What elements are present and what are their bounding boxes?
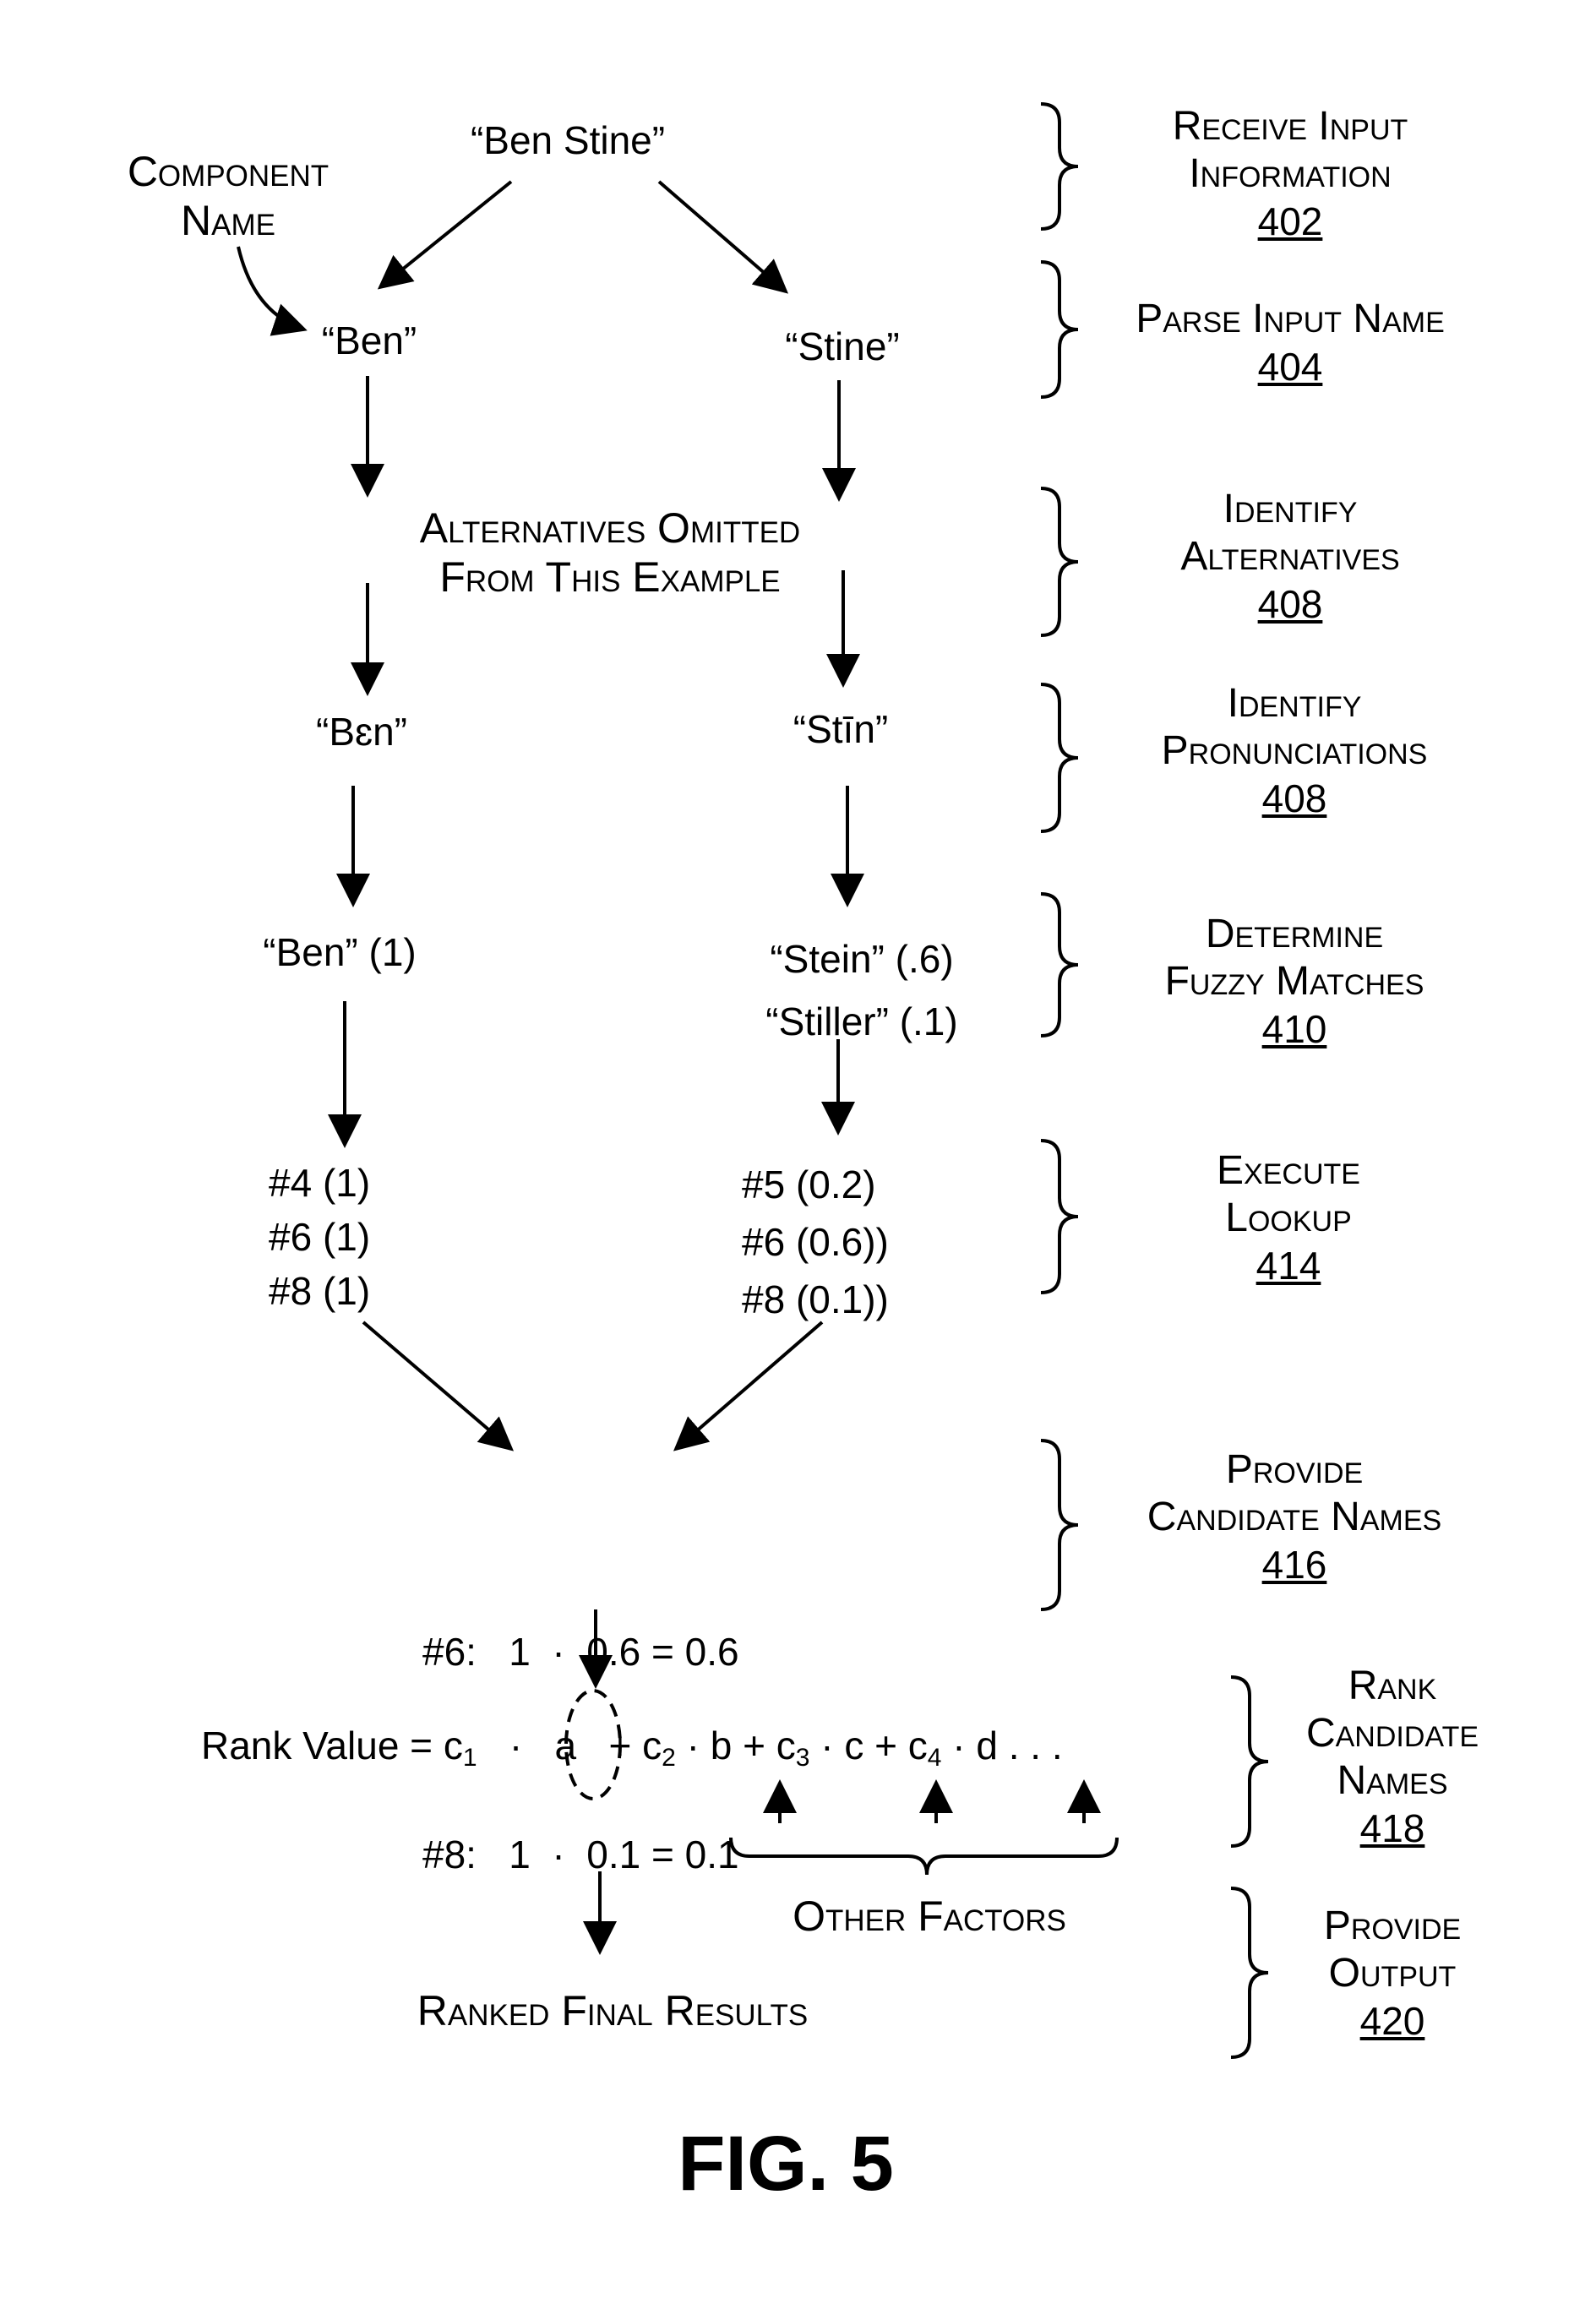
step-number: 404 [1136,343,1445,390]
alternatives-line: From This Example [420,553,800,602]
step-brace-2 [1041,262,1078,397]
factor-b: b [711,1724,733,1767]
step-brace-1 [1041,104,1078,229]
step-execute-lookup: Execute Lookup 414 [1217,1147,1360,1289]
formula-sub: 2 [662,1744,676,1772]
candidate-score: #8: 1 · 0.1 = 0.1 [422,1821,739,1888]
lookup-result: #5 (0.2) [742,1156,889,1213]
step-label-line: Alternatives [1180,533,1399,580]
arrow-input-to-stine [659,182,786,291]
formula-lhs: Rank Value = c [201,1724,463,1767]
formula-dot: · [820,1724,833,1767]
formula-dot: · [952,1724,965,1767]
step-label-line: Determine [1165,911,1424,958]
step-label-line: Receive Input [1173,103,1408,150]
step-label-line: Provide [1147,1446,1441,1494]
step-brace-7 [1041,1440,1078,1609]
component-name-pointer [238,247,304,329]
step-label-line: Fuzzy Matches [1165,958,1424,1005]
rank-value-formula: Rank Value = c1 · a + c2 · b + c3 · c + … [201,1726,1063,1771]
step-label-line: Rank [1306,1663,1479,1710]
step-label-line: Candidate [1306,1710,1479,1757]
step-brace-3 [1041,488,1078,635]
other-factors-label: Other Factors [793,1895,1066,1937]
step-identify-pronunciations: Identify Pronunciations 408 [1162,680,1428,822]
fuzzy-match-item: “Stiller” (.1) [765,990,957,1053]
step-label-line: Candidate Names [1147,1494,1441,1541]
step-brace-8 [1231,1677,1268,1846]
input-name: “Ben Stine” [471,121,665,160]
component-ben: “Ben” [322,321,417,360]
step-brace-6 [1041,1141,1078,1293]
factor-c: c [844,1724,863,1767]
formula-term: + c [608,1724,662,1767]
formula-ellipsis: . . . [1009,1724,1063,1767]
alternatives-omitted-note: Alternatives Omitted From This Example [420,504,800,602]
step-label-line: Names [1306,1757,1479,1805]
step-brace-5 [1041,894,1078,1036]
stine-pronunciation: “Stīn” [793,710,888,749]
other-factors-brace [731,1838,1117,1875]
step-label-line: Parse Input Name [1136,296,1445,343]
figure-label: FIG. 5 [678,2125,894,2203]
step-number: 408 [1180,580,1399,628]
ben-fuzzy-match: “Ben” (1) [263,933,416,972]
step-label-line: Information [1173,150,1408,198]
component-name-line: Component [128,147,329,196]
formula-term: + c [874,1724,928,1767]
lookup-result: #6 (1) [269,1210,370,1264]
component-stine: “Stine” [785,327,899,366]
lookup-result: #4 (1) [269,1156,370,1210]
step-provide-output: Provide Output 420 [1324,1903,1461,2045]
arrow-input-to-ben [380,182,511,287]
step-rank-candidate-names: Rank Candidate Names 418 [1306,1663,1479,1852]
step-label-line: Identify [1162,680,1428,727]
step-number: 410 [1165,1005,1424,1053]
component-name-line: Name [128,196,329,245]
formula-dot: · [509,1724,522,1767]
arrow-ben-lookup-to-candidates [363,1322,511,1449]
step-parse-input-name: Parse Input Name 404 [1136,296,1445,390]
step-label-line: Execute [1217,1147,1360,1195]
step-brace-4 [1041,684,1078,831]
candidate-score: #6: 1 · 0.6 = 0.6 [422,1618,739,1686]
fuzzy-match-item: “Stein” (.6) [765,928,957,990]
ranked-final-results: Ranked Final Results [417,1990,809,2032]
alternatives-line: Alternatives Omitted [420,504,800,553]
lookup-result: #6 (0.6)) [742,1213,889,1271]
step-label-line: Pronunciations [1162,727,1428,775]
arrow-stine-lookup-to-candidates [676,1322,822,1449]
formula-sub: 3 [796,1744,810,1772]
formula-dot: · [687,1724,700,1767]
step-receive-input: Receive Input Information 402 [1173,103,1408,245]
factor-a: a [555,1724,577,1767]
stine-lookup-results: #5 (0.2) #6 (0.6)) #8 (0.1)) [742,1156,889,1328]
lookup-result: #8 (1) [269,1264,370,1318]
lookup-result: #8 (0.1)) [742,1271,889,1328]
step-determine-fuzzy-matches: Determine Fuzzy Matches 410 [1165,911,1424,1053]
step-number: 414 [1217,1242,1360,1289]
step-number: 408 [1162,775,1428,822]
step-provide-candidate-names: Provide Candidate Names 416 [1147,1446,1441,1588]
ben-lookup-results: #4 (1) #6 (1) #8 (1) [269,1156,370,1318]
step-label-line: Identify [1180,486,1399,533]
ben-pronunciation: “Bɛn” [316,712,407,751]
formula-sub: 1 [463,1744,477,1772]
factor-d: d [976,1724,998,1767]
formula-term: + c [743,1724,796,1767]
candidate-scores: #6: 1 · 0.6 = 0.6 #8: 1 · 0.1 = 0.1 [422,1483,739,1956]
step-brace-9 [1231,1888,1268,2057]
step-label-line: Provide [1324,1903,1461,1950]
component-name-label: Component Name [128,147,329,245]
step-number: 416 [1147,1541,1441,1588]
step-identify-alternatives: Identify Alternatives 408 [1180,486,1399,628]
step-label-line: Lookup [1217,1195,1360,1242]
step-label-line: Output [1324,1950,1461,1997]
formula-sub: 4 [928,1744,942,1772]
step-number: 402 [1173,198,1408,245]
step-number: 420 [1324,1997,1461,2045]
stine-fuzzy-matches: “Stein” (.6) “Stiller” (.1) [765,928,957,1053]
step-number: 418 [1306,1805,1479,1852]
